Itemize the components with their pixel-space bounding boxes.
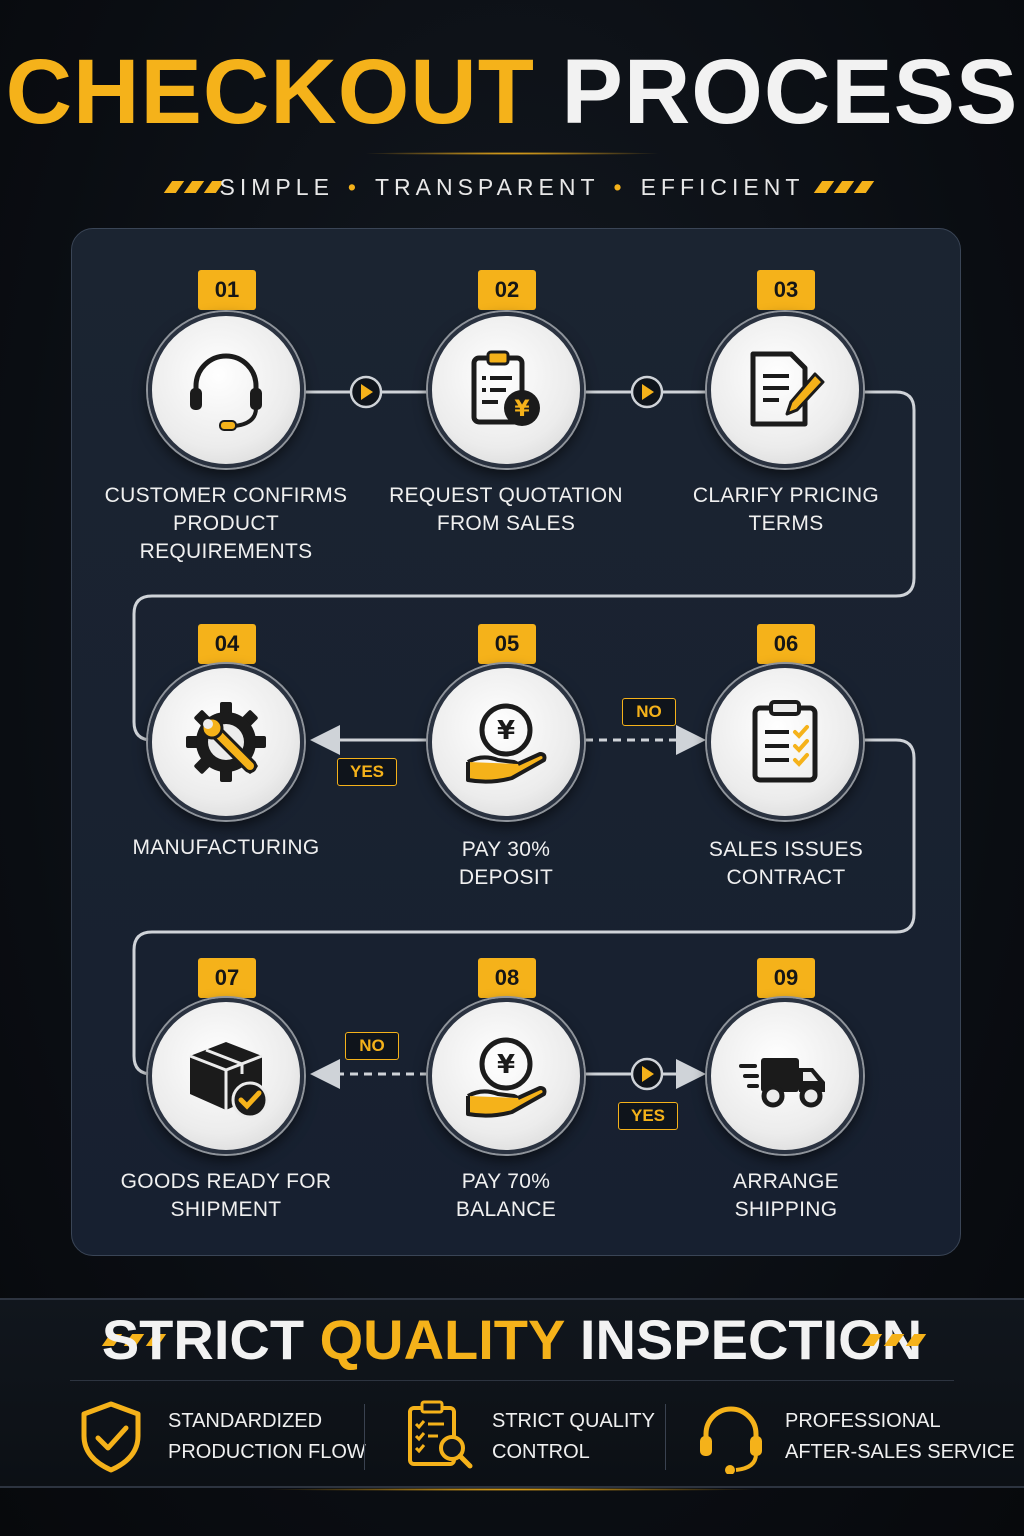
- svg-text:¥: ¥: [497, 1050, 515, 1080]
- step-04-label: MANUFACTURING: [132, 836, 320, 859]
- step-01-badge: 01: [198, 270, 256, 310]
- step-01-circle: [148, 312, 304, 468]
- step-05-label: PAY 30% DEPOSIT: [458, 838, 554, 889]
- checklist-clipboard-icon: [752, 700, 818, 783]
- step-07-badge: 07: [198, 958, 256, 998]
- tagline-dot: •: [347, 174, 361, 200]
- svg-text:¥: ¥: [497, 716, 515, 746]
- step-02-label: REQUEST QUOTATION FROM SALES: [389, 484, 623, 535]
- step-07-circle: [148, 998, 304, 1154]
- step-05-badge: 05: [478, 624, 536, 664]
- feature-quality-control-text: STRICT QUALITY CONTROL: [492, 1410, 655, 1463]
- step-08-no-tag: NO: [345, 1032, 399, 1060]
- feature-divider: [364, 1404, 365, 1470]
- tagline-simple: SIMPLE: [219, 174, 334, 200]
- hand-yen-coin-icon: ¥: [466, 1037, 547, 1118]
- clipboard-magnifier-icon: [404, 1398, 474, 1472]
- quality-right-stripes: [861, 1334, 936, 1346]
- step-02-circle: ¥: [428, 312, 584, 468]
- hand-yen-coin-icon: ¥: [466, 703, 547, 784]
- step-02-badge: 02: [478, 270, 536, 310]
- step-08-label: PAY 70% BALANCE: [455, 1170, 557, 1221]
- step-06-badge: 06: [757, 624, 815, 664]
- step-08-circle: ¥: [428, 998, 584, 1154]
- step-09-circle: [707, 998, 863, 1154]
- step-06-label: SALES ISSUES CONTRACT: [708, 838, 864, 889]
- title-glow-divider: [362, 152, 662, 155]
- step-09-badge: 09: [757, 958, 815, 998]
- headset-icon: [696, 1400, 766, 1475]
- step-06-circle: [707, 664, 863, 820]
- title-process: PROCESS: [561, 41, 1019, 143]
- quality-title-quality: QUALITY: [319, 1308, 565, 1371]
- step-03-circle: [707, 312, 863, 468]
- page-title: CHECKOUT PROCESS: [0, 42, 1024, 142]
- title-checkout: CHECKOUT: [5, 41, 535, 143]
- feature-after-sales-text: PROFESSIONAL AFTER-SALES SERVICE: [785, 1410, 1015, 1463]
- step-05-yes-tag: YES: [337, 758, 397, 786]
- bottom-glow-divider: [262, 1488, 762, 1491]
- delivery-truck-icon: [739, 1058, 825, 1108]
- tagline-efficient: EFFICIENT: [640, 174, 805, 200]
- tagline: SIMPLE • TRANSPARENT • EFFICIENT: [0, 172, 1024, 202]
- step-05-circle: ¥: [428, 664, 584, 820]
- gear-wrench-icon: [186, 702, 266, 782]
- feature-divider: [665, 1404, 666, 1470]
- step-04-badge: 04: [198, 624, 256, 664]
- play-marker-2-3: [630, 375, 664, 409]
- quality-section: [0, 1298, 1024, 1488]
- quality-divider: [70, 1380, 954, 1381]
- box-check-icon: [189, 1042, 269, 1119]
- headset-icon: [190, 353, 262, 431]
- feature-standardized-text: STANDARDIZED PRODUCTION FLOW: [168, 1410, 366, 1463]
- tagline-transparent: TRANSPARENT: [374, 174, 600, 200]
- play-marker-8-9: [630, 1057, 664, 1091]
- step-01-label: CUSTOMER CONFIRMS PRODUCT REQUIREMENTS: [104, 484, 348, 563]
- step-08-badge: 08: [478, 958, 536, 998]
- clipboard-yen-icon: ¥: [471, 350, 540, 426]
- connector-6-7: [132, 738, 916, 1076]
- document-pencil-icon: [750, 351, 825, 427]
- shield-check-icon: [76, 1400, 146, 1474]
- tagline-dot: •: [613, 174, 627, 200]
- svg-text:¥: ¥: [514, 397, 530, 422]
- step-08-yes-tag: YES: [618, 1102, 678, 1130]
- step-03-label: CLARIFY PRICING TERMS: [692, 484, 880, 535]
- quality-title-strict: STRICT: [101, 1308, 305, 1371]
- step-05-no-tag: NO: [622, 698, 676, 726]
- step-03-badge: 03: [757, 270, 815, 310]
- connector-3-4: [132, 390, 916, 742]
- step-07-label: GOODS READY FOR SHIPMENT: [120, 1170, 332, 1221]
- play-marker-1-2: [349, 375, 383, 409]
- step-04-circle: [148, 664, 304, 820]
- step-09-label: ARRANGE SHIPPING: [733, 1170, 839, 1221]
